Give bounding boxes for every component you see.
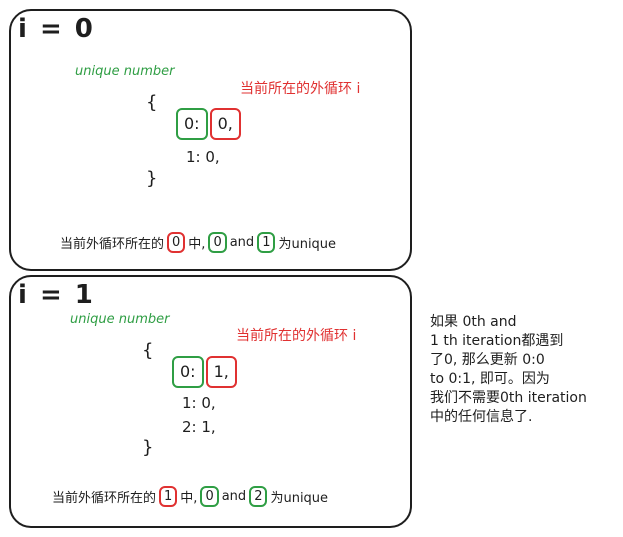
- caption-box-unique-a: 0: [208, 232, 227, 253]
- panel-title: i = 1: [18, 280, 95, 310]
- outer-loop-label: 当前所在的外循环 i: [236, 328, 357, 344]
- caption-suffix: 为unique: [278, 237, 337, 252]
- note-line: 我们不需要0th iteration: [430, 390, 587, 406]
- explanation-note: 如果 0th and 1 th iteration都遇到 了0, 那么更新 0:…: [430, 313, 587, 427]
- caption-box-outer: 0: [167, 232, 186, 253]
- caption-prefix: 当前外循环所在的: [60, 237, 165, 252]
- caption-and: and: [221, 489, 247, 504]
- caption-box-outer: 1: [159, 486, 178, 507]
- note-line: 了0, 那么更新 0:0: [430, 352, 545, 368]
- brace-close: }: [146, 168, 158, 189]
- note-line: 如果 0th and: [430, 314, 517, 330]
- map-row: 2: 1,: [182, 418, 216, 436]
- map-row: 1: 0,: [186, 148, 220, 166]
- caption-prefix: 当前外循环所在的: [52, 491, 157, 506]
- map-row: 1: 0,: [182, 394, 216, 412]
- brace-open: {: [146, 92, 158, 113]
- caption-suffix: 为unique: [270, 491, 329, 506]
- key-box: 0:: [176, 108, 208, 140]
- caption-mid: 中,: [188, 237, 206, 252]
- caption: 当前外循环所在的 0 中, 0 and 1 为unique: [58, 232, 338, 253]
- caption-mid: 中,: [180, 491, 198, 506]
- caption-box-unique-b: 1: [257, 232, 276, 253]
- value-box: 1,: [205, 356, 237, 388]
- panel-iteration-0: [9, 9, 412, 271]
- panel-title: i = 0: [18, 14, 95, 44]
- highlighted-row: 0: 0,: [176, 108, 241, 140]
- brace-open: {: [142, 340, 154, 361]
- highlighted-row: 0: 1,: [172, 356, 237, 388]
- unique-number-label: unique number: [70, 312, 170, 327]
- note-line: 中的任何信息了.: [430, 409, 533, 425]
- brace-close: }: [142, 437, 154, 458]
- key-box: 0:: [172, 356, 204, 388]
- panel-iteration-1: [9, 275, 412, 528]
- note-line: 1 th iteration都遇到: [430, 333, 564, 349]
- note-line: to 0:1, 即可。因为: [430, 371, 550, 387]
- outer-loop-label: 当前所在的外循环 i: [240, 81, 361, 97]
- caption-box-unique-b: 2: [249, 486, 268, 507]
- caption-and: and: [229, 235, 255, 250]
- caption: 当前外循环所在的 1 中, 0 and 2 为unique: [50, 486, 330, 507]
- value-box: 0,: [209, 108, 241, 140]
- unique-number-label: unique number: [75, 64, 175, 79]
- caption-box-unique-a: 0: [200, 486, 219, 507]
